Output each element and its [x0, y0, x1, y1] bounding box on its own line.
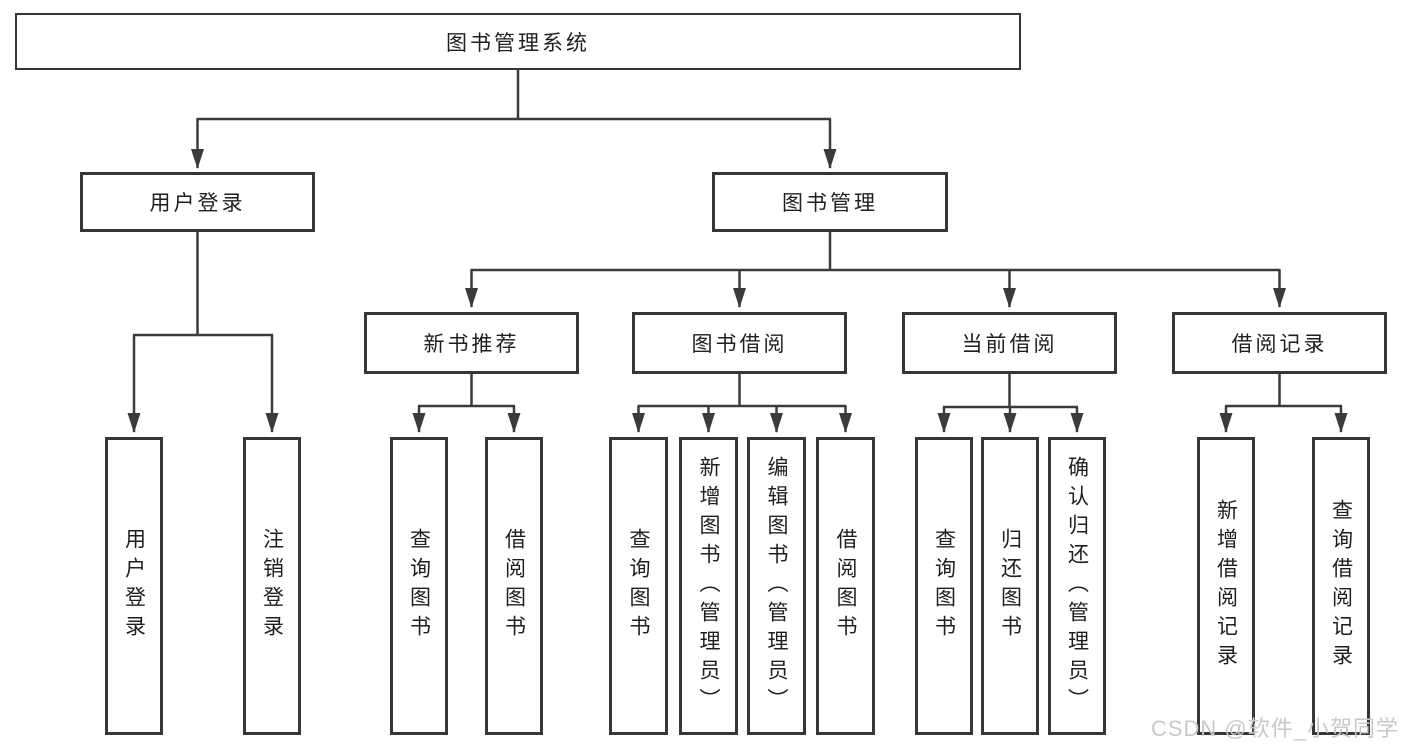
leaf-label: 查询借阅记录 [1329, 499, 1353, 673]
leaf-return-books: 归还图书 [981, 437, 1039, 735]
node-book-management: 图书管理 [712, 172, 948, 232]
node-borrowing-records: 借阅记录 [1172, 312, 1387, 374]
leaf-borrow-books-2: 借阅图书 [816, 437, 875, 735]
leaf-user-login: 用户登录 [105, 437, 163, 735]
node-user-login: 用户登录 [80, 172, 315, 232]
leaf-label: 编辑图书（管理员） [765, 455, 788, 717]
leaf-borrow-books-1: 借阅图书 [485, 437, 543, 735]
leaf-query-borrow-record: 查询借阅记录 [1312, 437, 1370, 735]
leaf-add-borrow-record: 新增借阅记录 [1197, 437, 1255, 735]
leaf-label: 借阅图书 [502, 528, 526, 644]
leaf-label: 新增借阅记录 [1214, 499, 1238, 673]
node-new-book-recommend: 新书推荐 [364, 312, 579, 374]
leaf-label: 确认归还（管理员） [1065, 455, 1089, 717]
leaf-label: 注销登录 [260, 528, 284, 644]
node-label: 图书管理 [782, 192, 878, 215]
node-label: 用户登录 [149, 192, 246, 215]
leaf-label: 借阅图书 [834, 528, 857, 644]
node-library-management-system: 图书管理系统 [15, 13, 1021, 70]
node-label: 新书推荐 [423, 333, 520, 356]
csdn-watermark: CSDN @软件_小贺同学 [1150, 716, 1399, 741]
leaf-label: 查询图书 [932, 528, 956, 644]
node-current-borrowing: 当前借阅 [902, 312, 1117, 374]
node-label: 当前借阅 [961, 333, 1058, 356]
leaf-add-books-admin: 新增图书（管理员） [679, 437, 738, 735]
leaf-label: 归还图书 [998, 528, 1022, 644]
leaf-edit-books-admin: 编辑图书（管理员） [747, 437, 806, 735]
leaf-query-books-1: 查询图书 [390, 437, 448, 735]
leaf-label: 查询图书 [407, 528, 431, 644]
leaf-confirm-return-admin: 确认归还（管理员） [1048, 437, 1106, 735]
leaf-query-books-3: 查询图书 [915, 437, 973, 735]
node-book-borrowing: 图书借阅 [632, 312, 847, 374]
leaf-logout: 注销登录 [243, 437, 301, 735]
node-label: 图书管理系统 [446, 31, 590, 55]
node-label: 借阅记录 [1231, 333, 1328, 356]
leaf-query-books-2: 查询图书 [609, 437, 668, 735]
leaf-label: 用户登录 [122, 528, 146, 644]
leaf-label: 查询图书 [627, 528, 650, 644]
leaf-label: 新增图书（管理员） [697, 455, 720, 717]
node-label: 图书借阅 [691, 333, 788, 356]
